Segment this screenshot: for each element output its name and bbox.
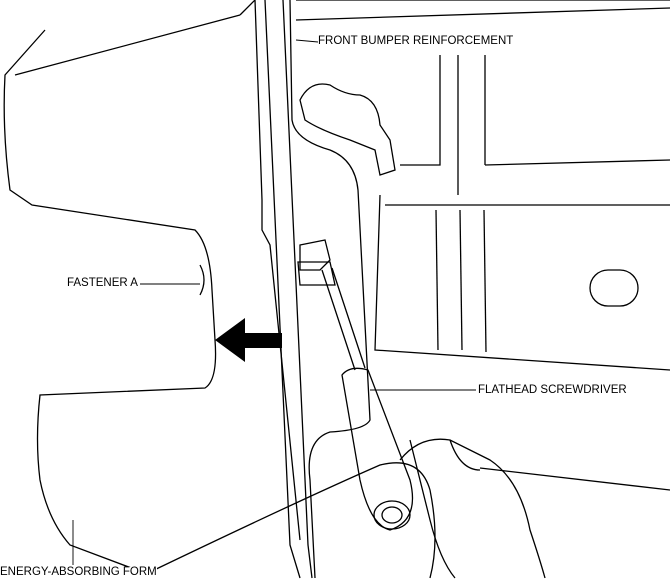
- fastener: [199, 239, 336, 296]
- hand: [149, 438, 670, 579]
- label-fastener-a: FASTENER A: [67, 277, 138, 290]
- energy-absorbing-form-outline: [3, 0, 301, 576]
- oval-hole: [589, 269, 639, 307]
- screwdriver: [321, 267, 414, 531]
- bumper-reinforcement: [264, 0, 670, 579]
- direction-arrow-icon: [215, 318, 282, 362]
- leader-lines: [72, 39, 476, 565]
- label-energy-absorbing-form: ENERGY-ABSORBING FORM: [0, 566, 157, 579]
- label-front-bumper-reinforcement: FRONT BUMPER REINFORCEMENT: [318, 35, 514, 48]
- label-flathead-screwdriver: FLATHEAD SCREWDRIVER: [478, 384, 627, 397]
